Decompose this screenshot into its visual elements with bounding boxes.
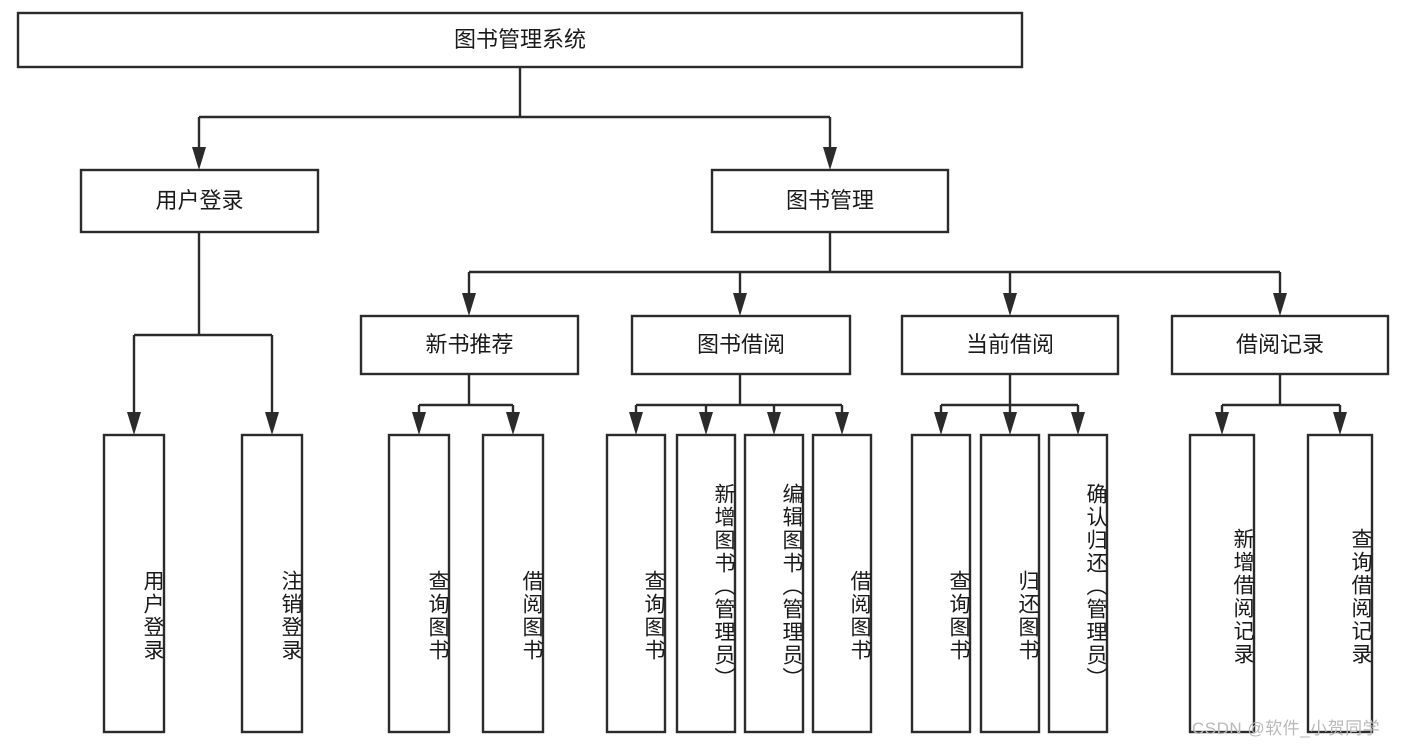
node-bookmgmt[interactable]: 图书管理: [710, 168, 950, 234]
node-root[interactable]: 图书管理系统: [16, 11, 1024, 69]
edge-layer: [127, 67, 1347, 435]
arrow-to-leaf-11: [1071, 412, 1085, 435]
arrow-to-leaf-8: [835, 412, 849, 435]
arrow-to-bookmgmt: [823, 147, 837, 170]
node-leaf-5[interactable]: [605, 433, 667, 734]
node-current[interactable]: 当前借阅: [900, 314, 1120, 376]
node-login[interactable]: 用户登录: [79, 168, 320, 234]
node-leaf-8[interactable]: [811, 433, 873, 734]
arrow-to-leaf-6: [699, 412, 713, 435]
node-leaf-4[interactable]: [481, 433, 545, 734]
node-newbook-label: 新书推荐: [425, 332, 513, 357]
node-bookmgmt-label: 图书管理: [786, 188, 874, 213]
node-leaf-3[interactable]: [387, 433, 451, 734]
node-borrow[interactable]: 图书借阅: [630, 314, 852, 376]
node-newbook[interactable]: 新书推荐: [359, 314, 580, 376]
node-records[interactable]: 借阅记录: [1170, 314, 1390, 376]
arrow-to-leaf-2: [265, 412, 279, 435]
node-leaf-11[interactable]: [1047, 433, 1109, 734]
arrow-to-login: [192, 147, 206, 170]
node-borrow-label: 图书借阅: [697, 332, 785, 357]
node-leaf-9[interactable]: [910, 433, 972, 734]
node-layer: 图书管理系统 用户登录 图书管理 新书推荐 图书借阅 当前: [16, 11, 1390, 734]
node-leaf-2[interactable]: [240, 433, 304, 734]
node-leaf-7[interactable]: [743, 433, 805, 734]
arrow-to-current: [1003, 293, 1017, 316]
arrow-to-newbook: [462, 293, 476, 316]
arrow-to-leaf-13: [1333, 412, 1347, 435]
arrow-to-leaf-4: [506, 412, 520, 435]
arrow-to-leaf-12: [1215, 412, 1229, 435]
node-login-label: 用户登录: [155, 188, 243, 213]
arrow-to-borrow: [733, 293, 747, 316]
node-root-label: 图书管理系统: [454, 27, 586, 52]
node-leaf-13[interactable]: [1306, 433, 1374, 734]
node-leaf-12[interactable]: [1188, 433, 1256, 734]
node-records-label: 借阅记录: [1236, 332, 1324, 357]
arrow-to-leaf-10: [1003, 412, 1017, 435]
arrow-to-leaf-5: [629, 412, 643, 435]
node-current-label: 当前借阅: [966, 332, 1054, 357]
arrow-to-leaf-1: [127, 412, 141, 435]
arrow-to-leaf-9: [934, 412, 948, 435]
node-leaf-6[interactable]: [675, 433, 737, 734]
node-leaf-1[interactable]: [102, 433, 166, 734]
arrow-to-records: [1273, 293, 1287, 316]
node-leaf-10[interactable]: [979, 433, 1041, 734]
csdn-watermark: CSDN @软件_小贺同学: [1192, 719, 1381, 738]
arrow-to-leaf-3: [412, 412, 426, 435]
arrow-to-leaf-7: [767, 412, 781, 435]
